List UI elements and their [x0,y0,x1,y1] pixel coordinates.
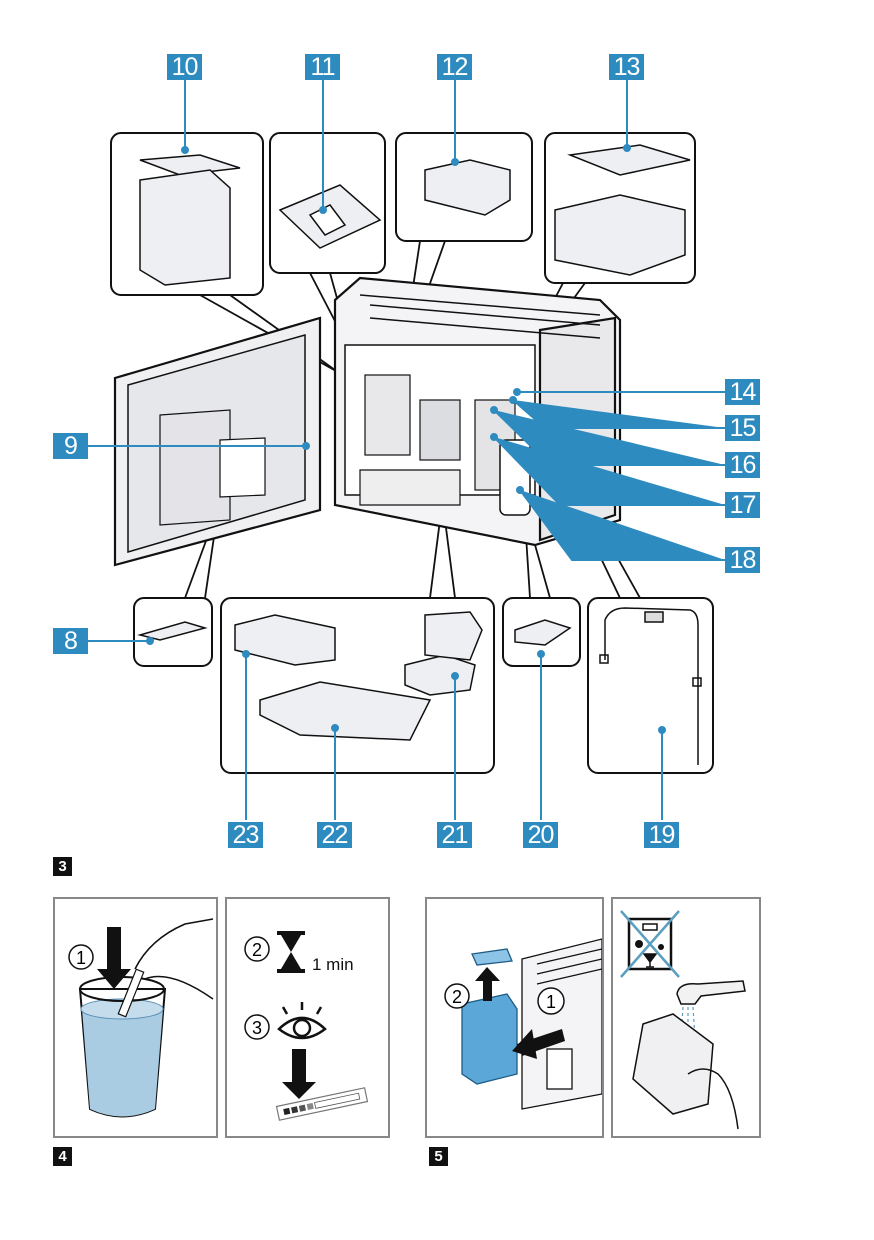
callout-label-15: 15 [725,415,760,441]
step-circle-1 [68,944,94,970]
water-fill [82,1009,163,1117]
callout-label-19: 19 [644,822,679,848]
panel-dip-strip: 1 [53,897,218,1138]
callout-label-17: 17 [725,492,760,518]
detail-box-21-23 [220,597,495,774]
figure-number-3: 3 [53,857,72,876]
panel-rinse-part [611,897,761,1138]
callout-label-23: 23 [228,822,263,848]
hand-icon [134,918,214,1000]
callout-label-13: 13 [609,54,644,80]
detail-box-10 [110,132,264,296]
callout-label-21: 21 [437,822,472,848]
svg-text:1: 1 [546,992,556,1012]
arrow-down-icon [107,927,121,972]
callout-label-20: 20 [523,822,558,848]
panel-remove-part: 2 1 [425,897,604,1138]
callout-label-14: 14 [725,379,760,405]
step-circle-1 [537,987,565,1015]
arrow-down-icon [292,1049,306,1084]
svg-text:3: 3 [252,1018,262,1038]
svg-text:2: 2 [452,987,462,1007]
callout-label-12: 12 [437,54,472,80]
svg-text:1: 1 [76,948,86,968]
detail-box-12 [395,132,533,242]
step-circle-2 [244,936,270,962]
callout-label-9: 9 [53,433,88,459]
callout-label-16: 16 [725,452,760,478]
highlighted-part [461,948,518,1085]
hourglass-icon [277,931,305,973]
test-strip-result [275,1087,369,1121]
figure-number-4: 4 [53,1147,72,1166]
detail-box-19 [587,597,714,774]
svg-text:2: 2 [252,940,262,960]
arrow-left-icon [512,1029,565,1059]
step-circle-2 [444,983,470,1009]
hand-icon [687,1068,739,1130]
detail-box-8 [133,597,213,667]
step-circle-3 [244,1014,270,1040]
part-being-rinsed [632,1013,714,1115]
panel-wait-read: 2 3 [225,897,390,1138]
test-strip-icon [117,968,145,1018]
appliance-diagram [88,80,725,820]
callout-label-18: 18 [725,547,760,573]
no-dishwasher-icon [620,910,680,978]
detail-box-13 [544,132,696,284]
detail-box-11 [269,132,386,274]
arrow-up-icon [475,967,500,1001]
callout-label-11: 11 [305,54,340,80]
duration-label: 1 min [312,955,354,974]
callout-label-8: 8 [53,628,88,654]
figure-number-5: 5 [429,1147,448,1166]
callout-label-22: 22 [317,822,352,848]
faucet-icon [676,980,746,1005]
eye-icon [277,1002,327,1040]
callout-label-10: 10 [167,54,202,80]
